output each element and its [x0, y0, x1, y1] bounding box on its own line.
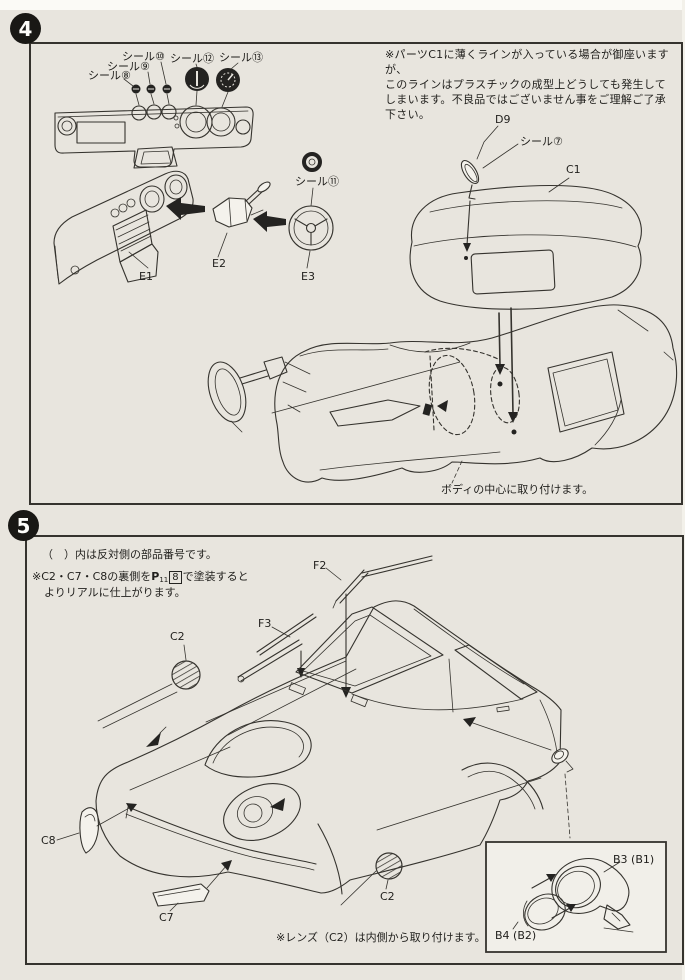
lens-note: ※レンズ（C2）は内側から取り付けます。 [276, 931, 486, 944]
paint-note-pre: ※C2・C7・C8の裏側を [32, 570, 152, 583]
scan-margin-right [682, 0, 685, 980]
paint-code: P [151, 570, 160, 583]
paint-note-line2: よりリアルに仕上がります。 [44, 586, 186, 599]
seal12-label: シール⑫ [170, 52, 214, 65]
e2-label: E2 [212, 257, 226, 270]
paint-note-post: で塗装すると [182, 570, 249, 583]
c1-label: C1 [566, 163, 581, 176]
e2-to-e1-arrow [166, 197, 205, 220]
step5-number: 5 [16, 513, 31, 538]
headlight-inset [485, 841, 667, 953]
dashboard-front-view [54, 104, 254, 169]
f3-label: F3 [258, 617, 272, 630]
c8-strip [56, 803, 137, 854]
e3-label: E3 [301, 270, 315, 283]
scan-margin-top [0, 0, 685, 10]
body-shell-step4 [274, 304, 678, 484]
step5-number-badge: 5 [8, 510, 39, 541]
c1-insertion-arrows [495, 307, 518, 435]
c2-top-label: C2 [170, 630, 185, 643]
c7-spoiler [152, 860, 232, 912]
b3-label: B3 (B1) [613, 853, 655, 866]
c1-interior-tub [409, 177, 642, 310]
e3-steering-wheel [288, 205, 334, 269]
gauge-seal-parts [123, 61, 240, 108]
molding-line-note: ※パーツC1に薄くラインが入っている場合が御座いますが、 このラインはプラスチッ… [385, 48, 669, 121]
e2-steering-column [212, 181, 271, 258]
steering-sideview [207, 356, 461, 433]
c2-bottom-label: C2 [380, 890, 395, 903]
seal11-label: シール⑪ [295, 175, 339, 188]
car-body-step5 [95, 600, 562, 895]
step5-frame [25, 535, 684, 965]
opposite-parts-note: （ ）内は反対側の部品番号です。 [42, 548, 217, 561]
seal13-label: シール⑬ [219, 51, 263, 64]
seal8-label: シール⑧ [88, 69, 131, 82]
c7-label: C7 [159, 911, 174, 924]
e1-dashboard-perspective [53, 170, 194, 285]
b4-label: B4 (B2) [495, 929, 537, 942]
f3-wiper [237, 613, 317, 683]
step4-number: 4 [18, 16, 33, 41]
seal10-label: シール⑩ [122, 50, 165, 63]
paint-number-box: 8 [169, 571, 182, 584]
seal11-part [302, 152, 322, 207]
f2-label: F2 [313, 559, 327, 572]
body-center-note: ボディの中心に取り付けます。 [441, 483, 594, 496]
scoop-part [463, 717, 574, 839]
seal7-label: シール⑦ [520, 135, 563, 148]
d9-mirror-part [460, 125, 519, 200]
seal9-label: シール⑨ [107, 60, 150, 73]
step4-frame [29, 42, 683, 505]
paint-code-sub: 11 [159, 576, 169, 584]
d9-label: D9 [495, 113, 511, 126]
c8-label: C8 [41, 834, 56, 847]
step4-number-badge: 4 [10, 13, 41, 44]
e3-to-e2-arrow [253, 211, 286, 232]
c2-lens-bottom [340, 852, 403, 906]
c2-lens-top [97, 644, 201, 747]
e1-label: E1 [139, 270, 153, 283]
